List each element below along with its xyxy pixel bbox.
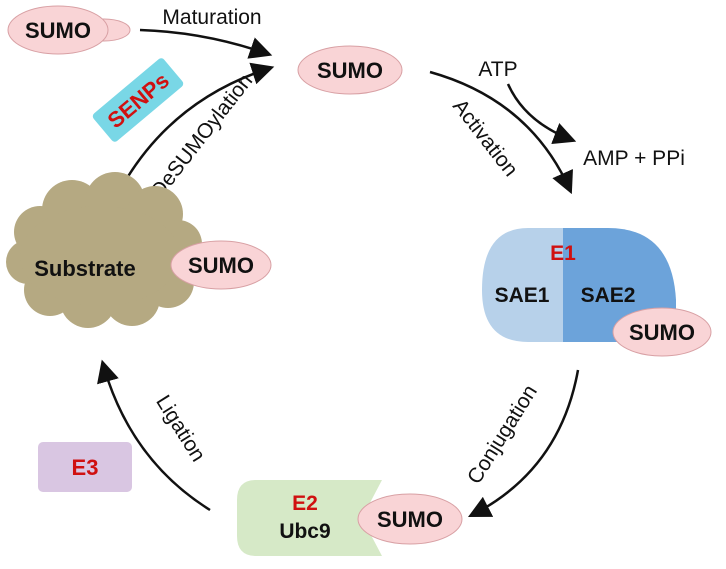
precursor-sumo: SUMO xyxy=(7,5,131,55)
desumoylation-arrow xyxy=(118,62,275,191)
ligation-arrow xyxy=(97,359,211,512)
sae1-block xyxy=(482,228,563,342)
e2-sumo-label: SUMO xyxy=(377,507,443,532)
atp-label: ATP xyxy=(478,58,517,81)
amp-ppi-label: AMP + PPi xyxy=(583,147,685,170)
e2-bound-sumo: SUMO xyxy=(357,493,463,545)
e2-block xyxy=(237,480,382,556)
precursor-sumo-label: SUMO xyxy=(25,18,91,43)
atp-to-amp-arrow xyxy=(506,83,577,145)
mature-sumo: SUMO xyxy=(297,45,403,95)
conjugation-arrow xyxy=(467,369,580,518)
activation-label: Activation xyxy=(448,95,522,181)
sae1-label: SAE1 xyxy=(495,284,550,307)
e1-label: E1 xyxy=(550,242,576,265)
e3-label: E3 xyxy=(72,455,99,480)
substrate-label: Substrate xyxy=(34,256,135,281)
sae2-label: SAE2 xyxy=(581,284,636,307)
maturation-arrow xyxy=(139,28,273,59)
substrate-sumo-label: SUMO xyxy=(188,253,254,278)
e2-label: E2 xyxy=(292,492,318,515)
ligation-label: Ligation xyxy=(151,391,209,466)
ubc9-label: Ubc9 xyxy=(279,520,330,543)
e1-sumo-label: SUMO xyxy=(629,320,695,345)
substrate-bound-sumo: SUMO xyxy=(170,240,272,290)
e2-complex: E2 Ubc9 xyxy=(237,480,382,556)
e1-bound-sumo: SUMO xyxy=(612,307,712,357)
maturation-label: Maturation xyxy=(162,6,261,29)
activation-arrow xyxy=(429,70,573,195)
e3-box: E3 xyxy=(38,442,132,492)
senps-box: SENPs xyxy=(92,58,184,142)
substrate-cloud: Substrate xyxy=(6,172,202,328)
mature-sumo-label: SUMO xyxy=(317,58,383,83)
